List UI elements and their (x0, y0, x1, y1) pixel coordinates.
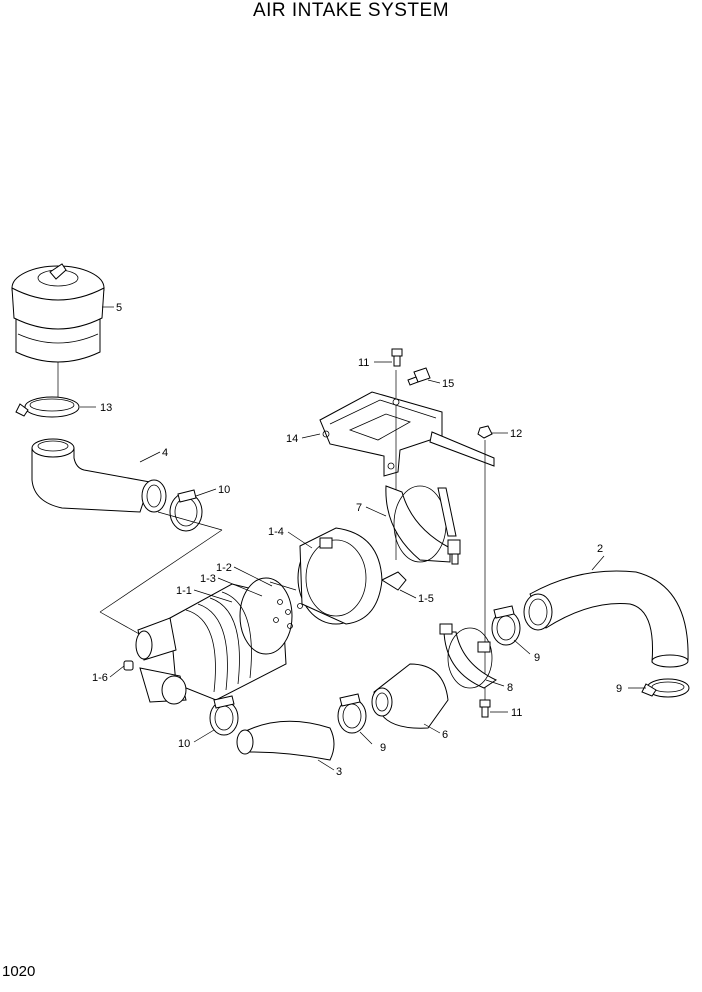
part-1-1-cleaner-body (135, 577, 303, 705)
callout-1-5: 1-5 (418, 593, 434, 605)
callout-1-3: 1-3 (200, 573, 216, 585)
part-1-4-cover (297, 527, 383, 625)
callout-1-6: 1-6 (92, 672, 108, 684)
part-3-hose (236, 720, 335, 761)
callout-3: 3 (336, 766, 342, 778)
callout-10-lower: 10 (178, 738, 190, 750)
diagram-title: AIR INTAKE SYSTEM (252, 0, 450, 21)
callout-8: 8 (507, 682, 513, 694)
callout-11-upper: 11 (358, 357, 369, 369)
part-5-rain-cap (11, 263, 105, 398)
callout-11-lower: 11 (511, 707, 522, 719)
part-10-clamp-lower (209, 695, 239, 736)
callout-2: 2 (597, 543, 603, 555)
callout-9-right: 9 (534, 652, 540, 664)
part-2-elbow-hose (523, 570, 689, 668)
part-11-bolt-upper (391, 348, 403, 367)
callout-labels: 5 13 4 10 11 15 14 12 7 1-4 1-2 1-3 1-1 … (92, 302, 622, 778)
callout-6: 6 (442, 729, 448, 741)
page-number: 1020 (2, 963, 36, 980)
part-13-clamp (15, 396, 80, 418)
callout-7: 7 (356, 502, 362, 514)
callout-12: 12 (510, 428, 522, 440)
callout-1-2: 1-2 (216, 562, 232, 574)
callout-4: 4 (162, 447, 168, 459)
part-6-boot (371, 663, 449, 729)
callout-9-middle: 9 (380, 742, 386, 754)
callout-5: 5 (116, 302, 122, 314)
callout-13: 13 (100, 402, 112, 414)
part-1-5-valve (380, 571, 407, 591)
callout-1-4: 1-4 (268, 526, 284, 538)
part-14-bracket (319, 370, 495, 560)
part-7-band (385, 485, 461, 565)
part-9-clamp-bottom-right (641, 678, 690, 698)
part-4-elbow-hose (31, 438, 167, 513)
part-10-clamp-upper (169, 489, 203, 532)
part-12-nut (477, 425, 493, 700)
part-9-clamp-middle (337, 693, 367, 734)
callout-14: 14 (286, 433, 298, 445)
part-1-6-plug (123, 660, 134, 671)
callout-leaders (80, 306, 646, 771)
part-15-bolt (407, 367, 431, 386)
part-8-band (439, 623, 498, 689)
part-11-bolt-lower (479, 699, 491, 718)
callout-1-1: 1-1 (176, 585, 192, 597)
part-9-clamp-right (491, 605, 521, 646)
callout-15: 15 (442, 378, 454, 390)
callout-10-upper: 10 (218, 484, 230, 496)
callout-9-bottom-right: 9 (616, 683, 622, 695)
